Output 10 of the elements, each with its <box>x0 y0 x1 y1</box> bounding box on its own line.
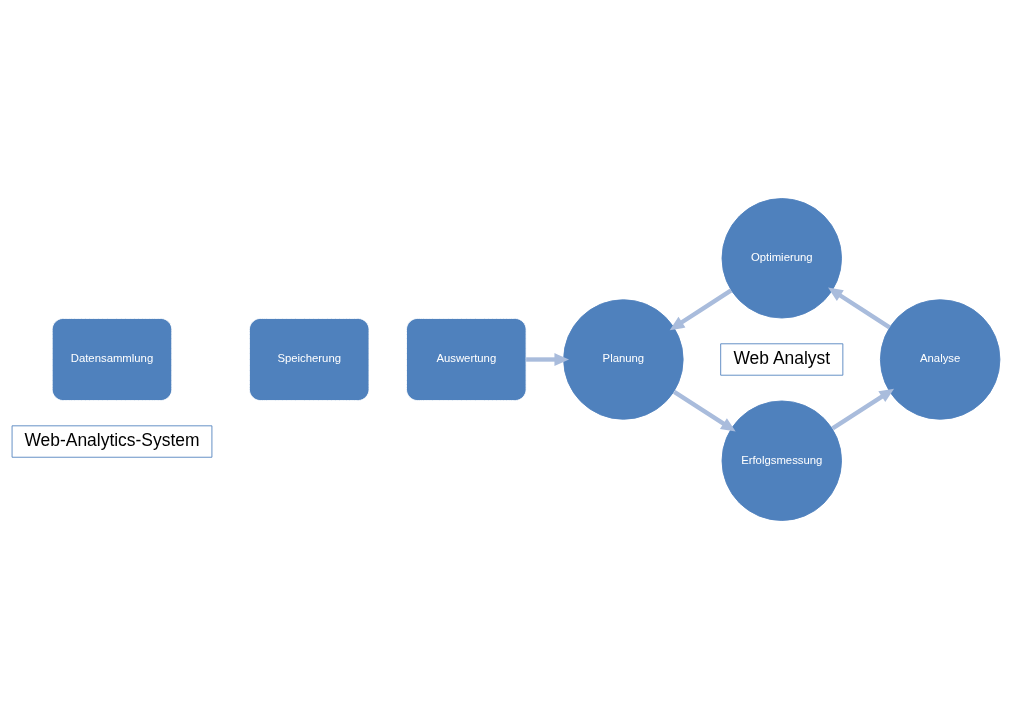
arrow <box>828 287 891 329</box>
arrow <box>669 288 733 330</box>
node-box: Speicherung <box>249 317 370 401</box>
arrow <box>673 389 736 431</box>
node-box: Web-Analytics-System <box>11 424 213 458</box>
arrow <box>831 388 895 430</box>
node-box: Web Analyst <box>720 342 844 376</box>
arrow <box>526 352 570 366</box>
node-box: Auswertung <box>406 317 527 401</box>
node-box: Datensammlung <box>51 317 173 401</box>
